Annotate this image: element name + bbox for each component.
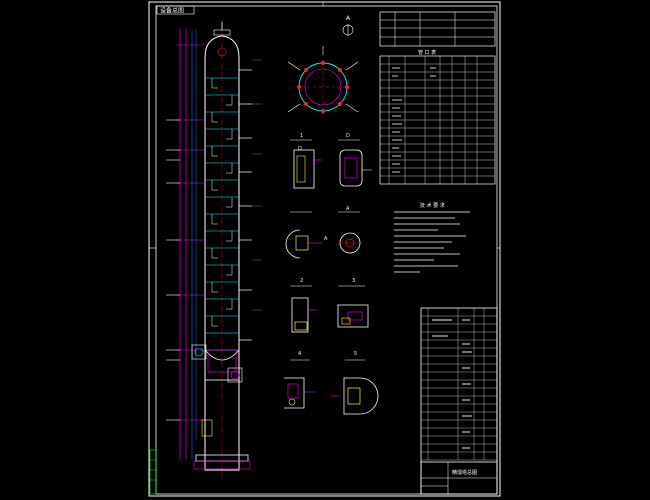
detail-section-1: 1 D (290, 133, 322, 189)
title-block-name: 精馏塔总图 (452, 469, 477, 476)
view-label-d: D (346, 133, 350, 139)
view-label-a-left: A (324, 236, 328, 242)
detail-section-d: D (338, 133, 372, 187)
outer-frame (148, 1, 501, 497)
header-tag-box (156, 5, 195, 15)
header-tag: 设备总图 (160, 7, 184, 15)
nozzle-table-title: 管 口 表 (418, 49, 436, 56)
tower-elevation (166, 20, 262, 480)
technical-notes: 技 术 要 求 (394, 202, 470, 273)
view-label-a: A (346, 206, 350, 212)
parts-list: 精馏塔总图 (420, 307, 498, 495)
inner-frame (155, 5, 498, 495)
view-label-5: 5 (354, 351, 357, 357)
view-label-top: A (346, 15, 351, 22)
view-label-2: 2 (300, 278, 303, 284)
view-label-d-left: D (298, 146, 302, 152)
view-label-4: 4 (298, 351, 301, 357)
detail-section-4: 4 (284, 351, 316, 409)
detail-section-3: 3 (337, 278, 369, 328)
nozzle-table: 管 口 表 (379, 11, 496, 185)
detail-section-a: A A (285, 206, 362, 259)
notes-title: 技 术 要 求 (420, 202, 445, 209)
view-label-3: 3 (352, 278, 355, 284)
side-strip (149, 449, 157, 495)
detail-section-2: 2 (290, 278, 318, 333)
view-label-1: 1 (300, 133, 303, 139)
top-view-orientation: A (287, 15, 359, 115)
detail-section-5: 5 (330, 351, 379, 415)
